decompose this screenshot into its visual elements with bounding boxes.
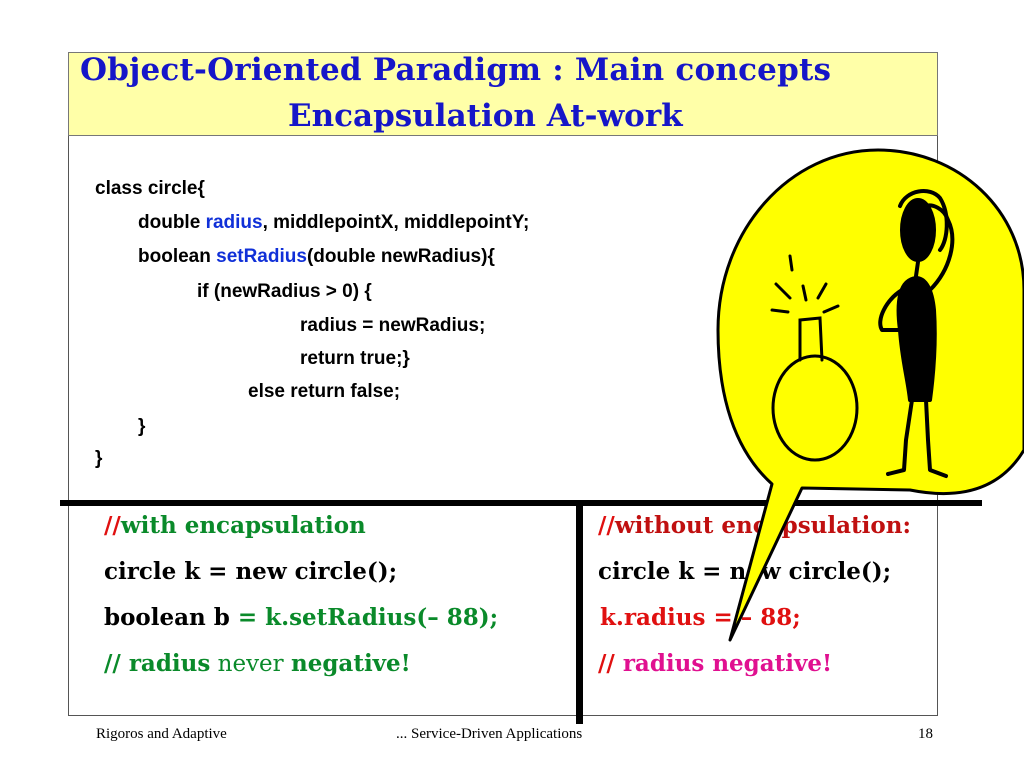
code-line: return true;}: [300, 348, 410, 369]
footer-center: ... Service-Driven Applications: [396, 726, 583, 742]
title-band: [68, 52, 938, 136]
code-line: class circle{: [95, 178, 205, 199]
code-line: }: [138, 416, 146, 437]
code-line: else return false;: [248, 381, 401, 402]
horizontal-divider: [60, 500, 982, 506]
panel-line: boolean b = k.setRadius(– 88);: [104, 604, 499, 631]
code-line: radius = newRadius;: [300, 315, 486, 336]
page-number: 18: [918, 726, 933, 742]
vertical-divider: [576, 500, 583, 724]
radius-keyword: radius: [205, 212, 263, 233]
code-line: if (newRadius > 0) {: [197, 281, 372, 302]
lightbulb-icon: [770, 254, 859, 462]
code-line: }: [95, 448, 103, 469]
panel-comment: // radius never negative!: [104, 650, 411, 677]
code-line: boolean setRadius(double newRadius){: [138, 246, 495, 267]
panel-comment: // radius negative!: [598, 650, 833, 677]
footer-left: Rigoros and Adaptive: [96, 726, 227, 742]
thinking-man-icon: [878, 189, 955, 478]
panel-line: k.radius = – 88;: [600, 604, 801, 631]
slide-subtitle: Encapsulation At-work: [288, 98, 683, 134]
panel-comment: //with encapsulation: [104, 512, 366, 539]
slide-title: Object-Oriented Paradigm : Main concepts: [80, 52, 832, 88]
panel-line: circle k = new circle();: [104, 558, 398, 585]
setradius-keyword: setRadius: [216, 246, 307, 267]
code-line: double radius, middlepointX, middlepoint…: [138, 212, 530, 233]
